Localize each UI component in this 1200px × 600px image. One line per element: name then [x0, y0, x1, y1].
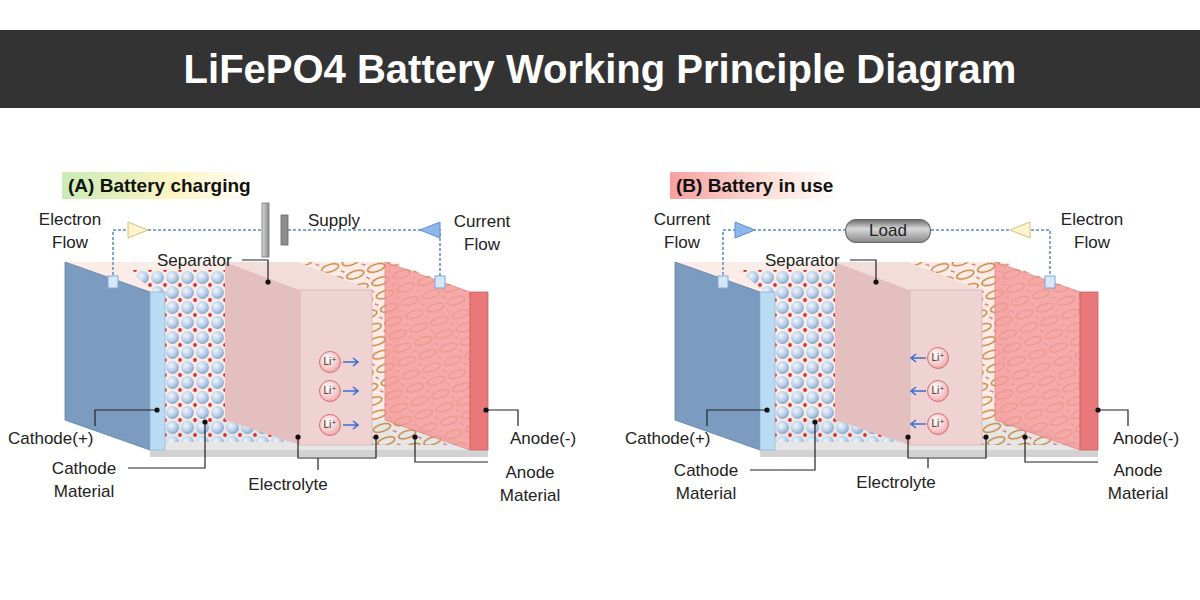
ion-label: Li⁺	[931, 348, 944, 367]
leader-line	[415, 437, 488, 462]
ion-label: Li⁺	[323, 415, 336, 434]
leader-dot	[1022, 434, 1027, 439]
leader-dot	[873, 279, 878, 284]
load-label: Load	[869, 220, 907, 242]
leader-line	[927, 458, 928, 468]
leader-dots	[154, 279, 1100, 439]
circuit-wire	[288, 230, 440, 280]
part-label: Anode(-)	[510, 427, 610, 450]
part-label: Anode Material	[485, 461, 575, 507]
lithium-ion: Li⁺	[927, 347, 949, 369]
leader-dot	[154, 407, 159, 412]
electron-arrow	[1010, 222, 1030, 238]
load-resistor: Load	[845, 219, 931, 243]
leader-lines	[95, 260, 1128, 470]
leader-dot	[295, 434, 300, 439]
heading-text: (B) Battery in use	[676, 172, 833, 199]
supply-plate	[281, 215, 288, 245]
part-label: Current Flow	[442, 210, 522, 256]
part-label: Cathode Material	[661, 459, 751, 505]
leader-dot	[373, 434, 378, 439]
leader-dot	[812, 419, 817, 424]
terminal	[435, 276, 445, 288]
leader-line	[298, 437, 376, 458]
leader-dot	[265, 279, 270, 284]
title-band	[0, 30, 1200, 108]
leader-line	[908, 437, 986, 458]
leader-line	[95, 410, 157, 426]
panel-heading: (A) Battery charging	[62, 172, 257, 199]
terminal	[1045, 276, 1055, 288]
part-label: Electron Flow	[1052, 208, 1132, 254]
part-label: Anode(-)	[1113, 427, 1198, 450]
leader-dot	[202, 419, 207, 424]
leader-line	[850, 260, 876, 282]
leader-dot	[983, 434, 988, 439]
part-label: Electrolyte	[831, 471, 961, 494]
leader-line	[707, 410, 767, 426]
part-label: Separator	[765, 249, 875, 272]
ion-label: Li⁺	[931, 381, 944, 400]
ion-label: Li⁺	[931, 414, 944, 433]
part-label: Supply	[308, 209, 398, 232]
part-label: Electrolyte	[223, 473, 353, 496]
leader-line	[1098, 410, 1128, 426]
leader-dot	[1095, 407, 1100, 412]
leader-line	[750, 422, 815, 470]
page-title: LiFePO4 Battery Working Principle Diagra…	[0, 30, 1200, 108]
part-label: Electron Flow	[30, 208, 110, 254]
leader-line	[1025, 437, 1098, 462]
part-label: Anode Material	[1093, 459, 1183, 505]
current-arrow	[420, 222, 440, 238]
lithium-ion: Li⁺	[927, 413, 949, 435]
ion-label: Li⁺	[323, 352, 336, 371]
circuit-wire	[931, 230, 1050, 280]
panel-heading: (B) Battery in use	[670, 172, 839, 199]
part-label: Cathode Material	[39, 457, 129, 503]
part-label: Cathode(+)	[8, 427, 138, 450]
supply-plate	[262, 203, 269, 257]
current-arrow	[735, 222, 755, 238]
leader-dot	[905, 434, 910, 439]
lithium-ion: Li⁺	[319, 414, 341, 436]
heading-text: (A) Battery charging	[68, 172, 251, 199]
battery-cell	[65, 262, 488, 457]
part-label: Current Flow	[642, 208, 722, 254]
part-label: Cathode(+)	[625, 427, 755, 450]
leader-line	[128, 422, 205, 468]
leader-dot	[483, 407, 488, 412]
part-label: Separator	[157, 249, 267, 272]
leader-line	[242, 260, 268, 282]
leader-line	[317, 458, 318, 470]
terminal	[718, 276, 728, 288]
ion-arrow	[911, 354, 926, 428]
leader-dot	[764, 407, 769, 412]
ion-arrow	[343, 358, 358, 429]
terminal	[108, 276, 118, 288]
lithium-ion: Li⁺	[319, 351, 341, 373]
leader-dot	[412, 434, 417, 439]
lithium-ion: Li⁺	[319, 380, 341, 402]
leader-line	[486, 410, 518, 426]
battery-cell	[675, 262, 1098, 457]
electron-arrow	[128, 222, 148, 238]
lithium-ion: Li⁺	[927, 380, 949, 402]
ion-label: Li⁺	[323, 381, 336, 400]
